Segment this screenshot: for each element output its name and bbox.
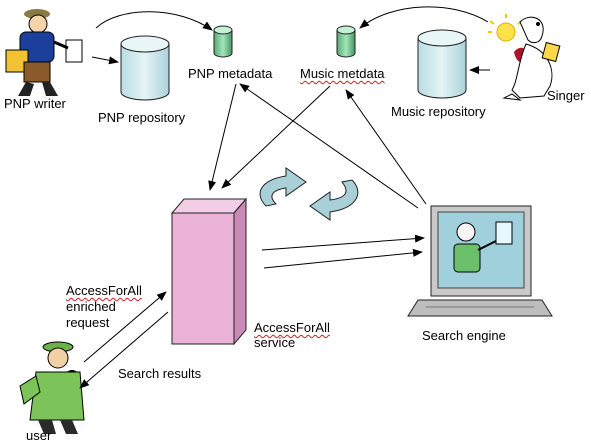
service-label-line2: service (254, 335, 296, 350)
accessforall-service-box (170, 197, 248, 346)
user-label: user (26, 428, 52, 443)
arrow-search-engine-to-music-metadata (345, 89, 427, 205)
arrow-service-to-search-engine-1 (261, 234, 425, 251)
pnp-writer-label: PNP writer (4, 96, 66, 111)
arrow-search-engine-to-pnp-metadata (239, 83, 419, 209)
request-label-line1: AccessForAll (66, 283, 142, 298)
pnp-repository-label: PNP repository (98, 110, 186, 125)
arrow-service-results-to-user (79, 311, 169, 389)
search-results-label: Search results (118, 366, 202, 381)
arrow-service-to-search-engine-2 (263, 248, 423, 269)
arrow-writer-to-pnp-metadata (95, 11, 213, 31)
arrow-singer-to-music-metadata (359, 6, 489, 29)
pnp-writer-illustration (5, 9, 83, 96)
music-repository-cylinder (417, 29, 467, 99)
arrow-user-request-to-service (83, 291, 167, 363)
arrow-pnp-metadata-to-service (208, 83, 237, 191)
request-label-line3: request (66, 315, 110, 330)
cycle-arrows (259, 167, 359, 221)
search-engine-computer (407, 205, 553, 317)
singer-illustration (488, 14, 561, 101)
pnp-metadata-cylinder (213, 25, 233, 58)
flow-arrows (79, 6, 490, 389)
arrow-music-metadata-to-service (221, 85, 331, 189)
user-illustration (19, 341, 85, 434)
pnp-metadata-label: PNP metadata (188, 66, 273, 81)
arrow-writer-to-pnp-repository (91, 56, 119, 65)
singer-label: Singer (547, 88, 585, 103)
music-metadata-label: Music metdata (300, 66, 385, 81)
request-label-line2: enriched (66, 299, 116, 314)
service-label-line1: AccessForAll (254, 320, 330, 335)
music-repository-label: Music repository (391, 104, 486, 119)
pnp-repository-cylinder (120, 35, 170, 101)
search-engine-label: Search engine (422, 328, 506, 343)
music-metadata-cylinder (336, 25, 356, 58)
